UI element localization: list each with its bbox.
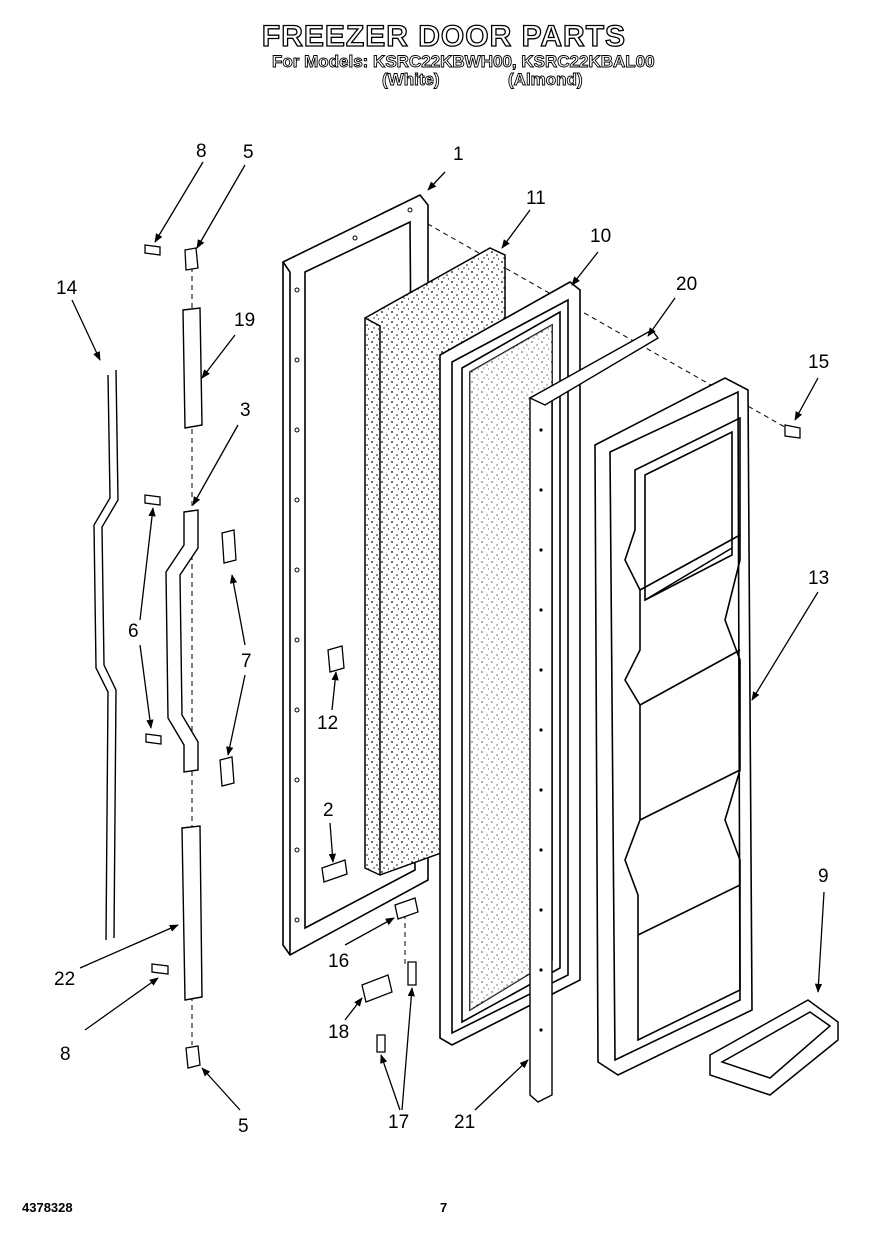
part-5-clip-top	[184, 247, 199, 271]
part-20-top-breaker	[528, 329, 660, 406]
part-3-handle	[165, 509, 199, 773]
callout-9: 9	[818, 866, 829, 887]
variant-almond: (Almond)	[508, 70, 583, 90]
callout-8-bottom: 8	[60, 1044, 71, 1065]
callout-18: 18	[328, 1022, 349, 1043]
callout-5-bottom: 5	[238, 1116, 249, 1137]
part-8-screw-top	[144, 244, 161, 256]
part-8-screw-bottom	[151, 963, 169, 975]
part-6-screw-bottom	[145, 733, 162, 745]
callout-6: 6	[128, 621, 139, 642]
callout-10: 10	[590, 226, 611, 247]
part-16-hinge-bushing	[394, 897, 419, 920]
callout-19: 19	[234, 310, 255, 331]
part-7-bracket-bottom	[219, 756, 235, 787]
callout-7: 7	[241, 651, 252, 672]
models-line: For Models: KSRC22KBWH00, KSRC22KBAL00	[272, 52, 655, 72]
callout-22: 22	[54, 969, 75, 990]
page-title: FREEZER DOOR PARTS	[261, 19, 627, 53]
callout-8-top: 8	[196, 141, 207, 162]
callout-2: 2	[323, 800, 334, 821]
callout-15: 15	[808, 352, 829, 373]
callout-16: 16	[328, 951, 349, 972]
callout-12: 12	[317, 713, 338, 734]
part-17-screw-right	[407, 961, 417, 986]
part-5-clip-bottom	[185, 1045, 201, 1069]
part-22-lower-trim	[181, 825, 203, 1001]
callout-3: 3	[240, 400, 251, 421]
part-12-clip	[327, 645, 345, 673]
part-2-stop	[321, 859, 348, 883]
part-15-screw	[784, 424, 801, 439]
callout-20: 20	[676, 274, 697, 295]
part-6-screw-top	[144, 494, 161, 506]
callout-1: 1	[453, 144, 464, 165]
part-18-hinge-bracket	[361, 974, 393, 1003]
part-21-breaker-strip	[529, 389, 553, 1103]
page-number: 7	[440, 1200, 448, 1215]
doc-number: 4378328	[22, 1200, 73, 1215]
callout-17: 17	[388, 1112, 409, 1133]
callout-5-top: 5	[243, 142, 254, 163]
part-17-screw-left	[376, 1034, 386, 1053]
part-14-trim-strip	[93, 369, 119, 941]
part-13-door-liner	[594, 377, 753, 1076]
part-7-bracket-top	[221, 529, 237, 564]
part-9-lower-bin	[709, 999, 839, 1096]
callout-13: 13	[808, 568, 829, 589]
part-19-upper-trim	[182, 307, 203, 429]
callout-21: 21	[454, 1112, 475, 1133]
variant-white: (White)	[382, 70, 440, 90]
callout-11: 11	[526, 188, 546, 209]
callout-14: 14	[56, 278, 78, 299]
